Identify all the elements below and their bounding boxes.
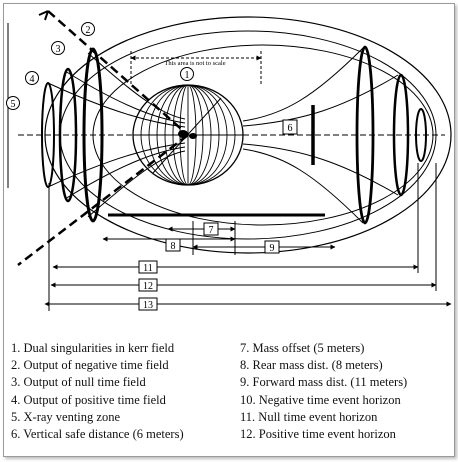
svg-text:1: 1 bbox=[185, 70, 190, 81]
legend-item-10: 10. Negative time event horizon bbox=[240, 392, 401, 407]
callout-7: 7 bbox=[203, 222, 219, 236]
callout-9: 9 bbox=[264, 240, 280, 254]
svg-text:12: 12 bbox=[143, 281, 153, 292]
svg-text:5: 5 bbox=[11, 99, 16, 110]
dimension-lines bbox=[7, 23, 452, 311]
legend-item-2: 2. Output of negative time field bbox=[11, 358, 169, 373]
svg-text:13: 13 bbox=[143, 300, 153, 311]
svg-text:7: 7 bbox=[209, 225, 214, 236]
callout-5: 5 bbox=[6, 96, 20, 110]
legend-item-9: 9. Forward mass dist. (11 meters) bbox=[240, 375, 408, 390]
callout-13: 13 bbox=[138, 297, 158, 311]
legend-item-6: 6. Vertical safe distance (6 meters) bbox=[11, 427, 184, 442]
time-field-diagram: This area is not to scale 1 2 3 bbox=[6, 10, 452, 311]
svg-text:3: 3 bbox=[56, 44, 61, 55]
callout-1: 1 bbox=[180, 67, 194, 81]
legend-item-11: 11. Null time event horizon bbox=[240, 409, 378, 424]
callout-2: 2 bbox=[81, 22, 95, 36]
callout-4: 4 bbox=[25, 71, 39, 85]
callout-3: 3 bbox=[51, 41, 65, 55]
svg-text:6: 6 bbox=[288, 123, 293, 134]
flare-surfaces bbox=[47, 47, 399, 224]
svg-text:4: 4 bbox=[30, 74, 35, 85]
legend-item-8: 8. Rear mass dist. (8 meters) bbox=[240, 358, 383, 373]
svg-text:11: 11 bbox=[143, 263, 153, 274]
callout-6: 6 bbox=[282, 119, 298, 135]
legend-item-4: 4. Output of positive time field bbox=[11, 392, 166, 407]
callout-8: 8 bbox=[165, 238, 181, 252]
svg-text:8: 8 bbox=[171, 241, 176, 252]
legend-item-12: 12. Positive time event horizon bbox=[240, 427, 396, 442]
scale-note-text: This area is not to scale bbox=[164, 60, 225, 67]
svg-text:2: 2 bbox=[86, 25, 91, 36]
svg-text:9: 9 bbox=[270, 243, 275, 254]
legend-right-column: 7. Mass offset (5 meters) 8. Rear mass d… bbox=[240, 340, 407, 443]
legend-item-7: 7. Mass offset (5 meters) bbox=[240, 341, 365, 355]
legend-item-1: 1. Dual singularities in kerr field bbox=[11, 341, 175, 355]
legend-item-3: 3. Output of null time field bbox=[11, 375, 146, 390]
callout-bubbles: 1 2 3 4 5 6 7 8 bbox=[6, 22, 298, 311]
legend-item-5: 5. X-ray venting zone bbox=[11, 409, 120, 424]
legend-left-column: 1. Dual singularities in kerr field 2. O… bbox=[11, 340, 184, 443]
callout-11: 11 bbox=[138, 260, 158, 274]
callout-12: 12 bbox=[138, 278, 158, 292]
x-ray-venting-zone bbox=[17, 10, 189, 266]
